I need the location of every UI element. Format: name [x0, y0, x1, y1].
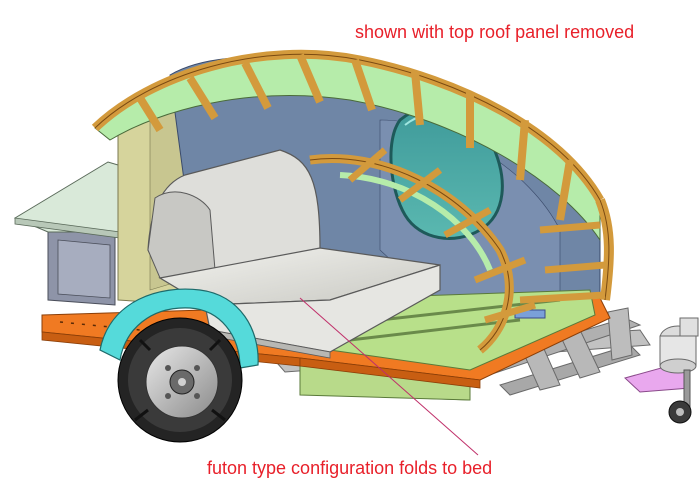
tongue-jack: [624, 317, 699, 424]
galley-shelf: [13, 161, 136, 306]
bottom-caption: futon type configuration folds to bed: [207, 458, 493, 478]
futon-seat: [147, 149, 441, 359]
top-caption: shown with top roof panel removed: [355, 22, 635, 42]
roof-frame: [91, 49, 614, 354]
fender: [99, 288, 259, 369]
leader-line: [299, 297, 479, 456]
wheel: [117, 317, 243, 443]
